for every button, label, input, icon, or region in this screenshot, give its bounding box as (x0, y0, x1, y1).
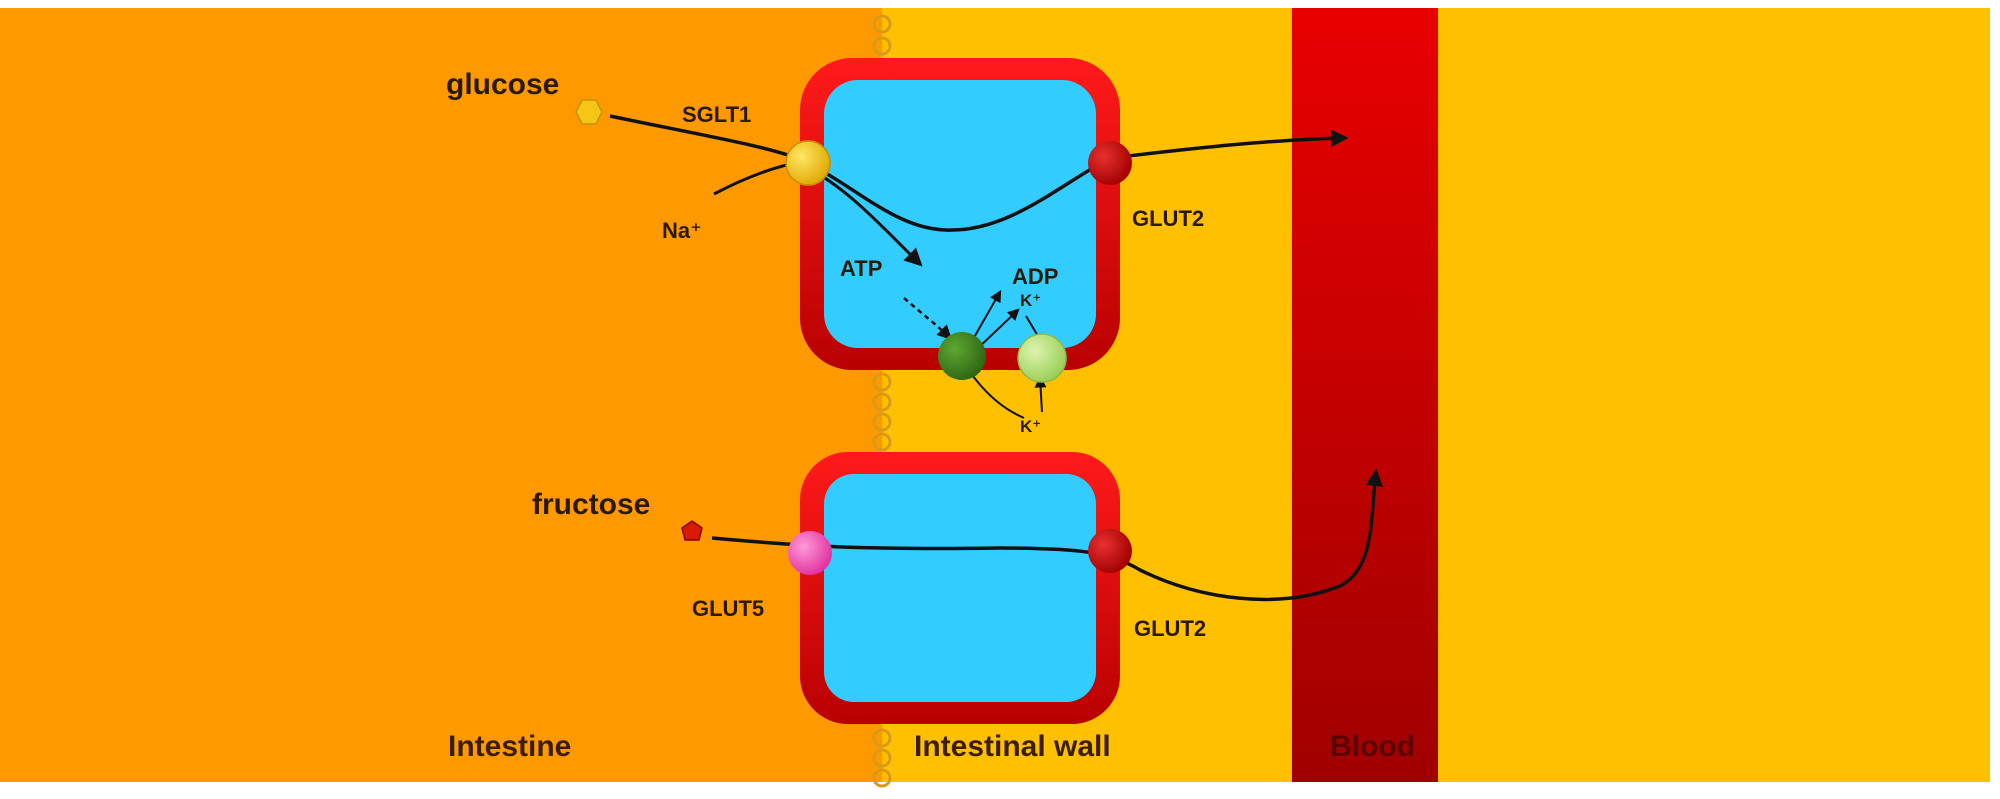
glut2-label-top: GLUT2 (1132, 206, 1204, 231)
atp-dashed-arrow (903, 297, 953, 341)
sodium-potassium-pump (938, 332, 986, 380)
epithelial-cell-bottom (800, 452, 1120, 724)
fructose-path-arrow (711, 468, 1383, 602)
k-top-tick (1025, 315, 1039, 337)
sglt1-transporter (785, 140, 831, 186)
glut5-label: GLUT5 (692, 596, 764, 621)
adp-label: ADP (1012, 264, 1058, 289)
intestine-region (0, 8, 882, 782)
glucose-molecule-icon (575, 99, 603, 125)
glut5-transporter (788, 531, 832, 575)
epithelial-cell-top (800, 58, 1120, 370)
k-channel-arrow (1034, 375, 1047, 413)
intestine-label: Intestine (448, 730, 571, 763)
potassium-label-bottom: K⁺ (1020, 417, 1041, 436)
glut2-transporter-bottom (1088, 529, 1132, 573)
fructose-molecule-icon (681, 520, 703, 541)
pump-k-in-line (969, 371, 1025, 419)
potassium-label-top: K⁺ (1020, 291, 1041, 310)
glucose-label: glucose (446, 68, 559, 101)
glucose-path-arrow (609, 114, 1349, 232)
glut2-label-bottom: GLUT2 (1134, 616, 1206, 641)
intestinal-wall-label: Intestinal wall (914, 730, 1111, 763)
atp-label: ATP (840, 256, 882, 281)
sglt1-label: SGLT1 (682, 102, 751, 127)
glut2-transporter-top (1088, 141, 1132, 185)
tight-junction-bottom (872, 728, 892, 788)
fructose-label: fructose (532, 488, 650, 521)
sodium-label: Na⁺ (662, 218, 702, 243)
potassium-channel (1017, 333, 1067, 383)
k-out-arrow (975, 308, 1020, 351)
tight-junction-top (872, 14, 892, 56)
tight-junction-middle (872, 372, 892, 452)
blood-vessel (1292, 8, 1438, 782)
blood-label: Blood (1330, 730, 1415, 763)
